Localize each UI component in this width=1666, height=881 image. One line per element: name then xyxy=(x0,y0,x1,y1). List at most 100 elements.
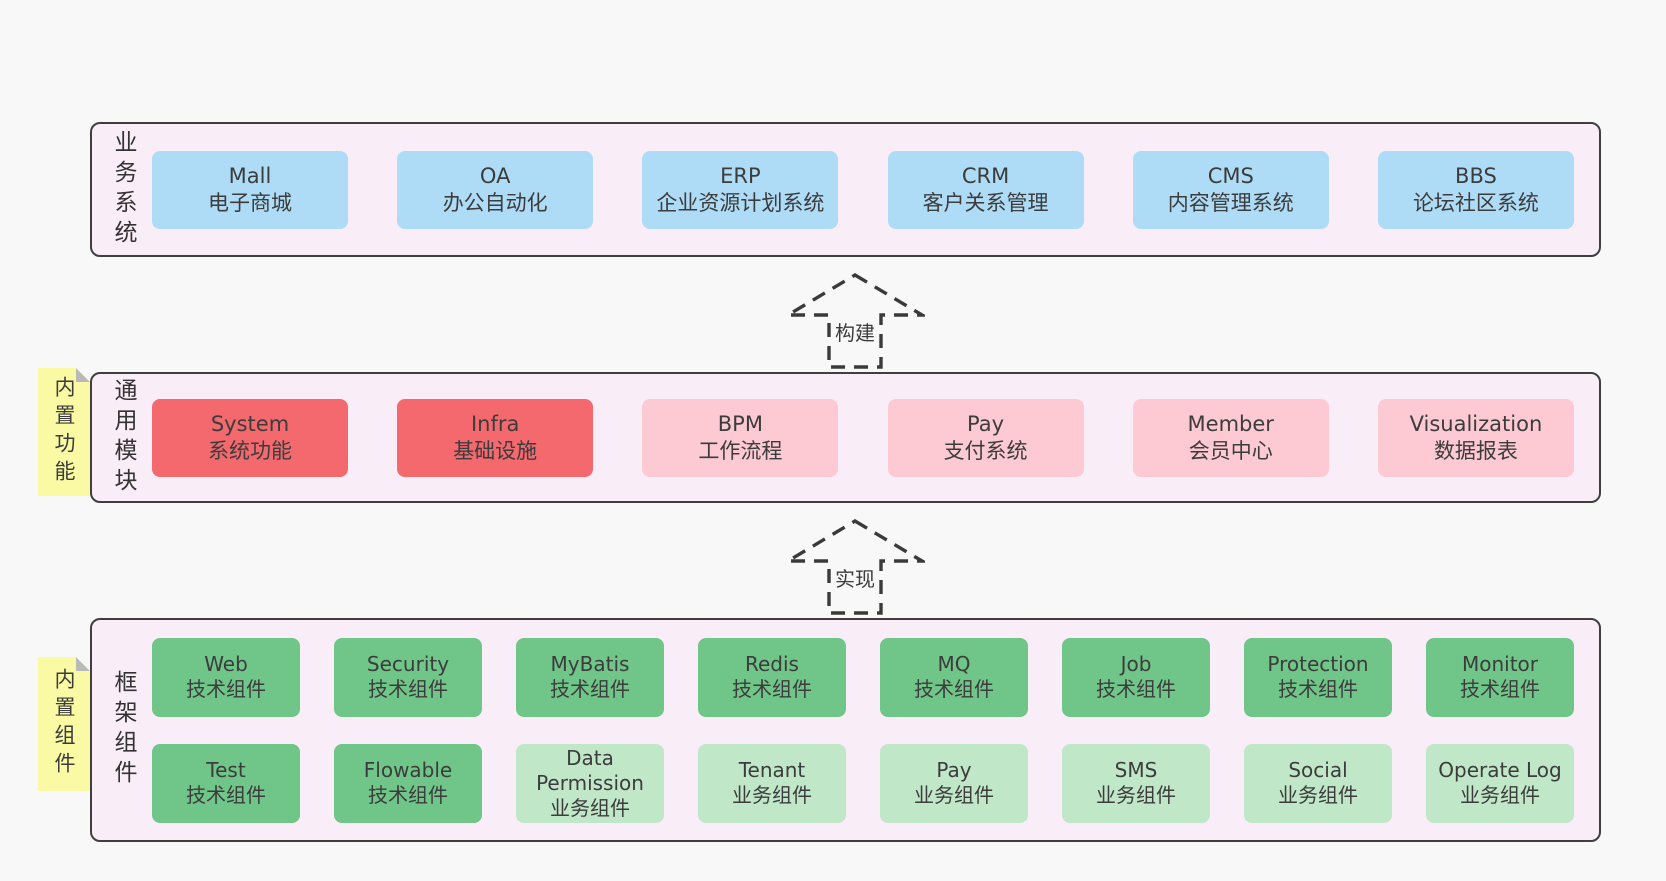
box-title: Visualization xyxy=(1409,411,1543,436)
box-title: Web xyxy=(204,652,248,676)
band-label-business-systems: 业务系统 xyxy=(110,129,136,250)
arrow-label-build: 构建 xyxy=(835,321,875,345)
box-subtitle: 工作流程 xyxy=(698,438,783,463)
sticky-note-built-in-features: 内置功能 xyxy=(38,368,90,496)
box-title: Pay xyxy=(936,758,972,782)
box-title: Infra xyxy=(470,411,520,436)
box-subtitle: 技术组件 xyxy=(732,677,812,701)
box-title: Social xyxy=(1288,758,1348,782)
dashed-up-arrow-icon xyxy=(785,273,925,369)
box-subtitle: 技术组件 xyxy=(1278,677,1358,701)
box-title: Test xyxy=(206,758,246,782)
box-subtitle: 业务组件 xyxy=(1460,783,1540,807)
sticky-note-label: 内置组件 xyxy=(52,668,76,780)
box-subtitle: 内容管理系统 xyxy=(1167,190,1294,215)
folded-corner-icon xyxy=(76,657,90,671)
box-title: Tenant xyxy=(738,758,806,782)
box-title: ERP xyxy=(720,163,761,188)
sticky-note-label: 内置功能 xyxy=(52,376,76,488)
arrow-label-implement: 实现 xyxy=(835,567,875,591)
box-subtitle: 技术组件 xyxy=(368,783,448,807)
box-subtitle: 技术组件 xyxy=(550,677,630,701)
box-subtitle: 企业资源计划系统 xyxy=(656,190,825,215)
box-subtitle: 业务组件 xyxy=(1096,783,1176,807)
box-subtitle: 基础设施 xyxy=(453,438,538,463)
box-subtitle: 支付系统 xyxy=(943,438,1028,463)
box-subtitle: 数据报表 xyxy=(1433,438,1518,463)
box-subtitle: 技术组件 xyxy=(368,677,448,701)
box-title: OA xyxy=(479,163,511,188)
box-subtitle: 业务组件 xyxy=(914,783,994,807)
box-title: MyBatis xyxy=(550,652,630,676)
box-subtitle: 论坛社区系统 xyxy=(1412,190,1539,215)
box-subtitle: 系统功能 xyxy=(208,438,292,463)
box-subtitle: 业务组件 xyxy=(1278,783,1358,807)
box-title: Member xyxy=(1187,411,1274,436)
dashed-up-arrow-icon xyxy=(785,519,925,615)
box-title: System xyxy=(210,411,290,436)
box-subtitle: 技术组件 xyxy=(914,677,994,701)
box-subtitle: 业务组件 xyxy=(550,795,630,820)
box-title: SMS xyxy=(1114,758,1158,782)
box-title: Operate Log xyxy=(1438,758,1562,782)
box-title: Flowable xyxy=(363,758,453,782)
box-title: Pay xyxy=(967,411,1005,436)
box-subtitle: 技术组件 xyxy=(186,677,266,701)
box-subtitle: 技术组件 xyxy=(1096,677,1176,701)
band-label-framework-components: 框架组件 xyxy=(110,670,136,790)
box-subtitle: 业务组件 xyxy=(732,783,812,807)
box-title: Data Permission xyxy=(536,745,644,795)
box-title: BBS xyxy=(1455,163,1497,188)
box-subtitle: 客户关系管理 xyxy=(922,190,1049,215)
box-title: Protection xyxy=(1267,652,1369,676)
box-title: BPM xyxy=(717,411,763,436)
box-subtitle: 电子商城 xyxy=(208,190,292,215)
box-subtitle: 会员中心 xyxy=(1188,438,1273,463)
band-label-common-modules: 通用模块 xyxy=(110,377,136,498)
sticky-note-built-in-components: 内置组件 xyxy=(38,657,90,791)
box-title: Redis xyxy=(745,652,799,676)
box-title: CMS xyxy=(1207,163,1254,188)
box-title: MQ xyxy=(937,652,971,676)
box-subtitle: 技术组件 xyxy=(186,783,266,807)
arrow-build: 构建 xyxy=(785,272,925,370)
arrow-implement: 实现 xyxy=(785,518,925,616)
box-subtitle: 办公自动化 xyxy=(442,190,548,215)
box-title: Security xyxy=(366,652,450,676)
box-title: Monitor xyxy=(1461,652,1539,676)
